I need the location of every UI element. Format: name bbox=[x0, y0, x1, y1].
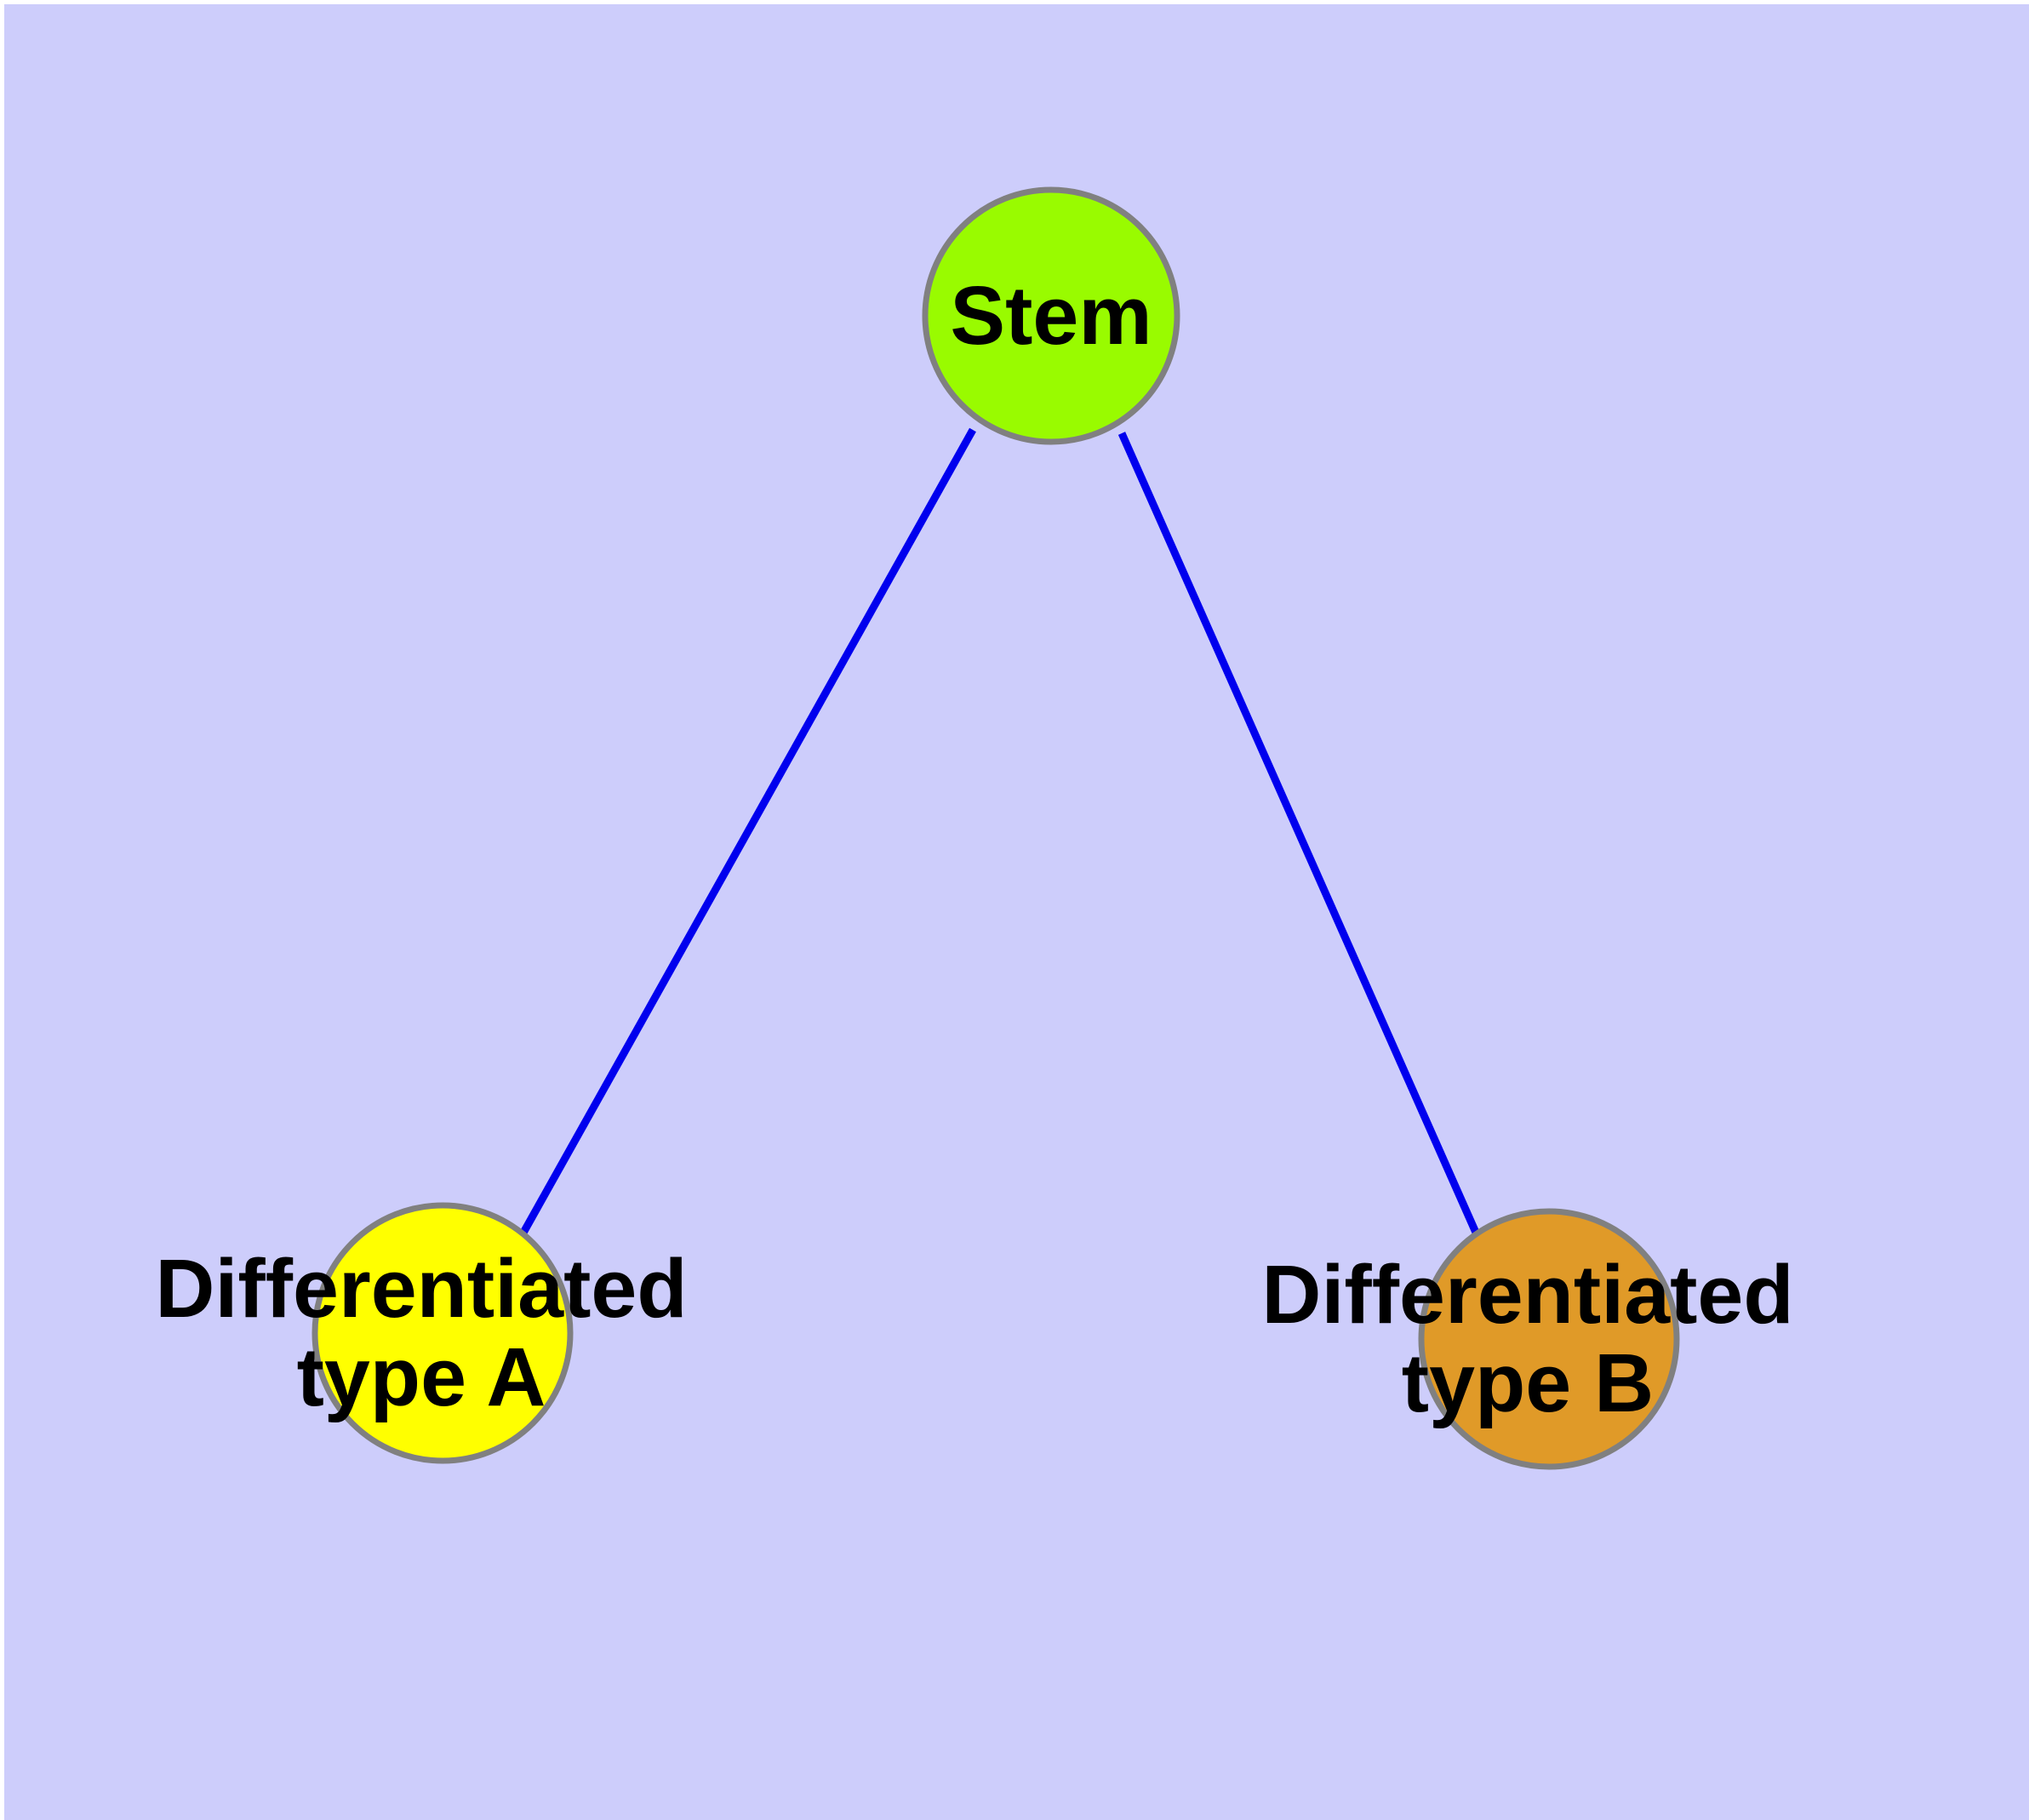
node-label-line: type B bbox=[1402, 1336, 1654, 1429]
node-label-line: Differentiated bbox=[155, 1242, 687, 1335]
node-layer bbox=[311, 186, 1680, 1470]
node-label-stem: Stem bbox=[950, 269, 1152, 362]
node-stem[interactable] bbox=[922, 186, 1180, 445]
node-label-line: type A bbox=[297, 1331, 546, 1423]
node-differentiated-type-a[interactable] bbox=[311, 1202, 574, 1464]
edge-stem-to-diff-b[interactable] bbox=[1117, 432, 1481, 1236]
edge-layer bbox=[520, 427, 1481, 1236]
edge-stem-to-diff-a[interactable] bbox=[520, 427, 976, 1235]
node-label-line: Differentiated bbox=[1261, 1248, 1793, 1341]
node-differentiated-type-b[interactable] bbox=[1418, 1208, 1680, 1470]
node-label-line: Stem bbox=[950, 269, 1152, 362]
